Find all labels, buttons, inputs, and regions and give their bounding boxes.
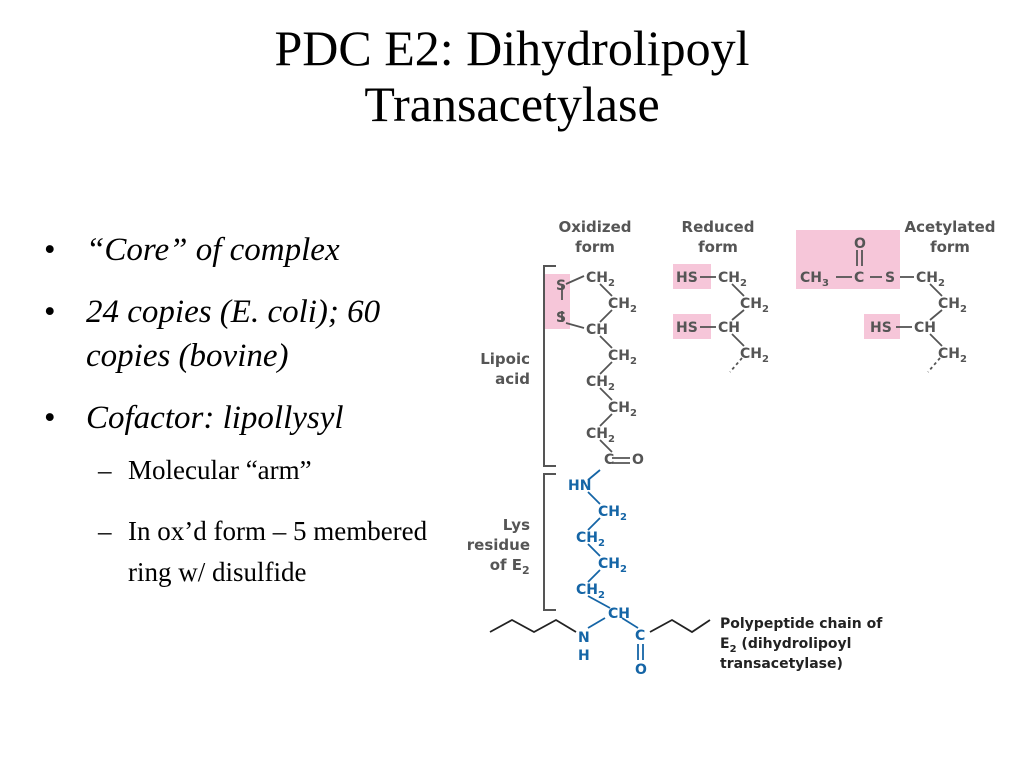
header-reduced-2: form <box>698 238 738 256</box>
header-acetylated-2: form <box>930 238 970 256</box>
atom-h-backbone: H <box>578 648 590 664</box>
label-lys-1: Lys <box>503 516 530 534</box>
acetyl-hs: HS <box>870 320 892 336</box>
header-acetylated-1: Acetylated <box>905 218 996 236</box>
reduced-hs-2: HS <box>676 320 698 336</box>
sub-marker: – <box>98 455 112 485</box>
lipoyllysine-structure-figure: Oxidized form Reduced form Acetylated fo… <box>467 218 996 678</box>
atom-ch2-6: CH2 <box>586 426 615 445</box>
atom-o-carbonyl: O <box>632 452 644 468</box>
subbullet-text: Molecular “arm” <box>128 455 312 485</box>
bullet-core: • “Core” of complex <box>42 228 462 272</box>
lipoic-bracket <box>543 265 556 467</box>
acetyl-ch2-2: CH2 <box>938 296 967 315</box>
subbullet-arm: – Molecular “arm” <box>98 450 462 491</box>
bullet-marker: • <box>44 232 56 268</box>
acetyl-ch2-3: CH2 <box>938 346 967 365</box>
atom-s-1: S <box>556 278 566 294</box>
acetyl-highlight <box>796 230 900 289</box>
header-oxidized-1: Oxidized <box>558 218 631 236</box>
atom-n-backbone: N <box>578 630 590 646</box>
subbullet-ring: – In ox’d form – 5 membered ring w/ disu… <box>98 511 462 593</box>
bullet-list: • “Core” of complex • 24 copies (E. coli… <box>42 228 462 613</box>
bullet-text: Cofactor: lipollysyl <box>86 400 344 436</box>
reduced-hs-1: HS <box>676 270 698 286</box>
acetyl-ch3: CH3 <box>800 270 829 289</box>
atom-ch2-4: CH2 <box>586 374 615 393</box>
atom-ch2-lys-3: CH2 <box>598 556 627 575</box>
bullet-text: “Core” of complex <box>86 232 340 268</box>
slide-title: PDC E2: Dihydrolipoyl Transacetylase <box>0 20 1024 132</box>
bullet-marker: • <box>44 400 56 436</box>
bullet-copies: • 24 copies (E. coli); 60 copies (bovine… <box>42 290 462 378</box>
label-lys-3-sub: 2 <box>522 564 530 577</box>
atom-hn: HN <box>568 478 591 494</box>
title-line-1: PDC E2: Dihydrolipoyl <box>274 20 750 76</box>
atom-ch2-3: CH2 <box>608 348 637 367</box>
chain-label-2: E2 (dihydrolipoyl <box>720 636 851 655</box>
chain-left <box>489 618 577 634</box>
acetyl-c: C <box>854 270 864 286</box>
chain-right <box>649 618 711 634</box>
lys-bracket <box>543 473 556 611</box>
reduced-ch2-1: CH2 <box>718 270 747 289</box>
reduced-ch2-2: CH2 <box>740 296 769 315</box>
chain-label-3: transacetylase) <box>720 656 843 672</box>
bullet-text: 24 copies (E. coli); 60 copies (bovine) <box>86 294 381 374</box>
atom-ch2-lys-4: CH2 <box>576 582 605 601</box>
atom-ch-ring: CH <box>586 322 608 338</box>
atom-c-backbone: C <box>635 628 645 644</box>
label-lipoic-1: Lipoic <box>480 350 530 368</box>
atom-ch-alpha: CH <box>608 606 630 622</box>
atom-ch2-2: CH2 <box>608 296 637 315</box>
acetyl-ch: CH <box>914 320 936 336</box>
atom-ch2-lys-2: CH2 <box>576 530 605 549</box>
reduced-ch2-3: CH2 <box>740 346 769 365</box>
atom-ch2-lys-1: CH2 <box>598 504 627 523</box>
hs-highlight-3 <box>864 314 900 339</box>
header-oxidized-2: form <box>575 238 615 256</box>
title-line-2: Transacetylase <box>364 76 660 132</box>
label-lys-3: of E <box>490 556 522 574</box>
atom-ch2-1: CH2 <box>586 270 615 289</box>
label-lipoic-2: acid <box>495 370 530 388</box>
acetyl-ch2-1: CH2 <box>916 270 945 289</box>
chain-label-1: Polypeptide chain of <box>720 616 883 632</box>
atom-s-2: S <box>556 310 566 326</box>
reduced-ch: CH <box>718 320 740 336</box>
header-reduced-1: Reduced <box>682 218 755 236</box>
bullet-marker: • <box>44 294 56 330</box>
bullet-cofactor: • Cofactor: lipollysyl <box>42 396 462 440</box>
atom-c-carbonyl: C <box>604 452 614 468</box>
label-lys-2: residue <box>467 536 530 554</box>
sub-marker: – <box>98 516 112 546</box>
acetyl-o: O <box>854 236 866 252</box>
atom-ch2-5: CH2 <box>608 400 637 419</box>
subbullet-text: In ox’d form – 5 membered ring w/ disulf… <box>128 516 428 587</box>
acetyl-s: S <box>885 270 895 286</box>
atom-o-backbone: O <box>635 662 647 678</box>
